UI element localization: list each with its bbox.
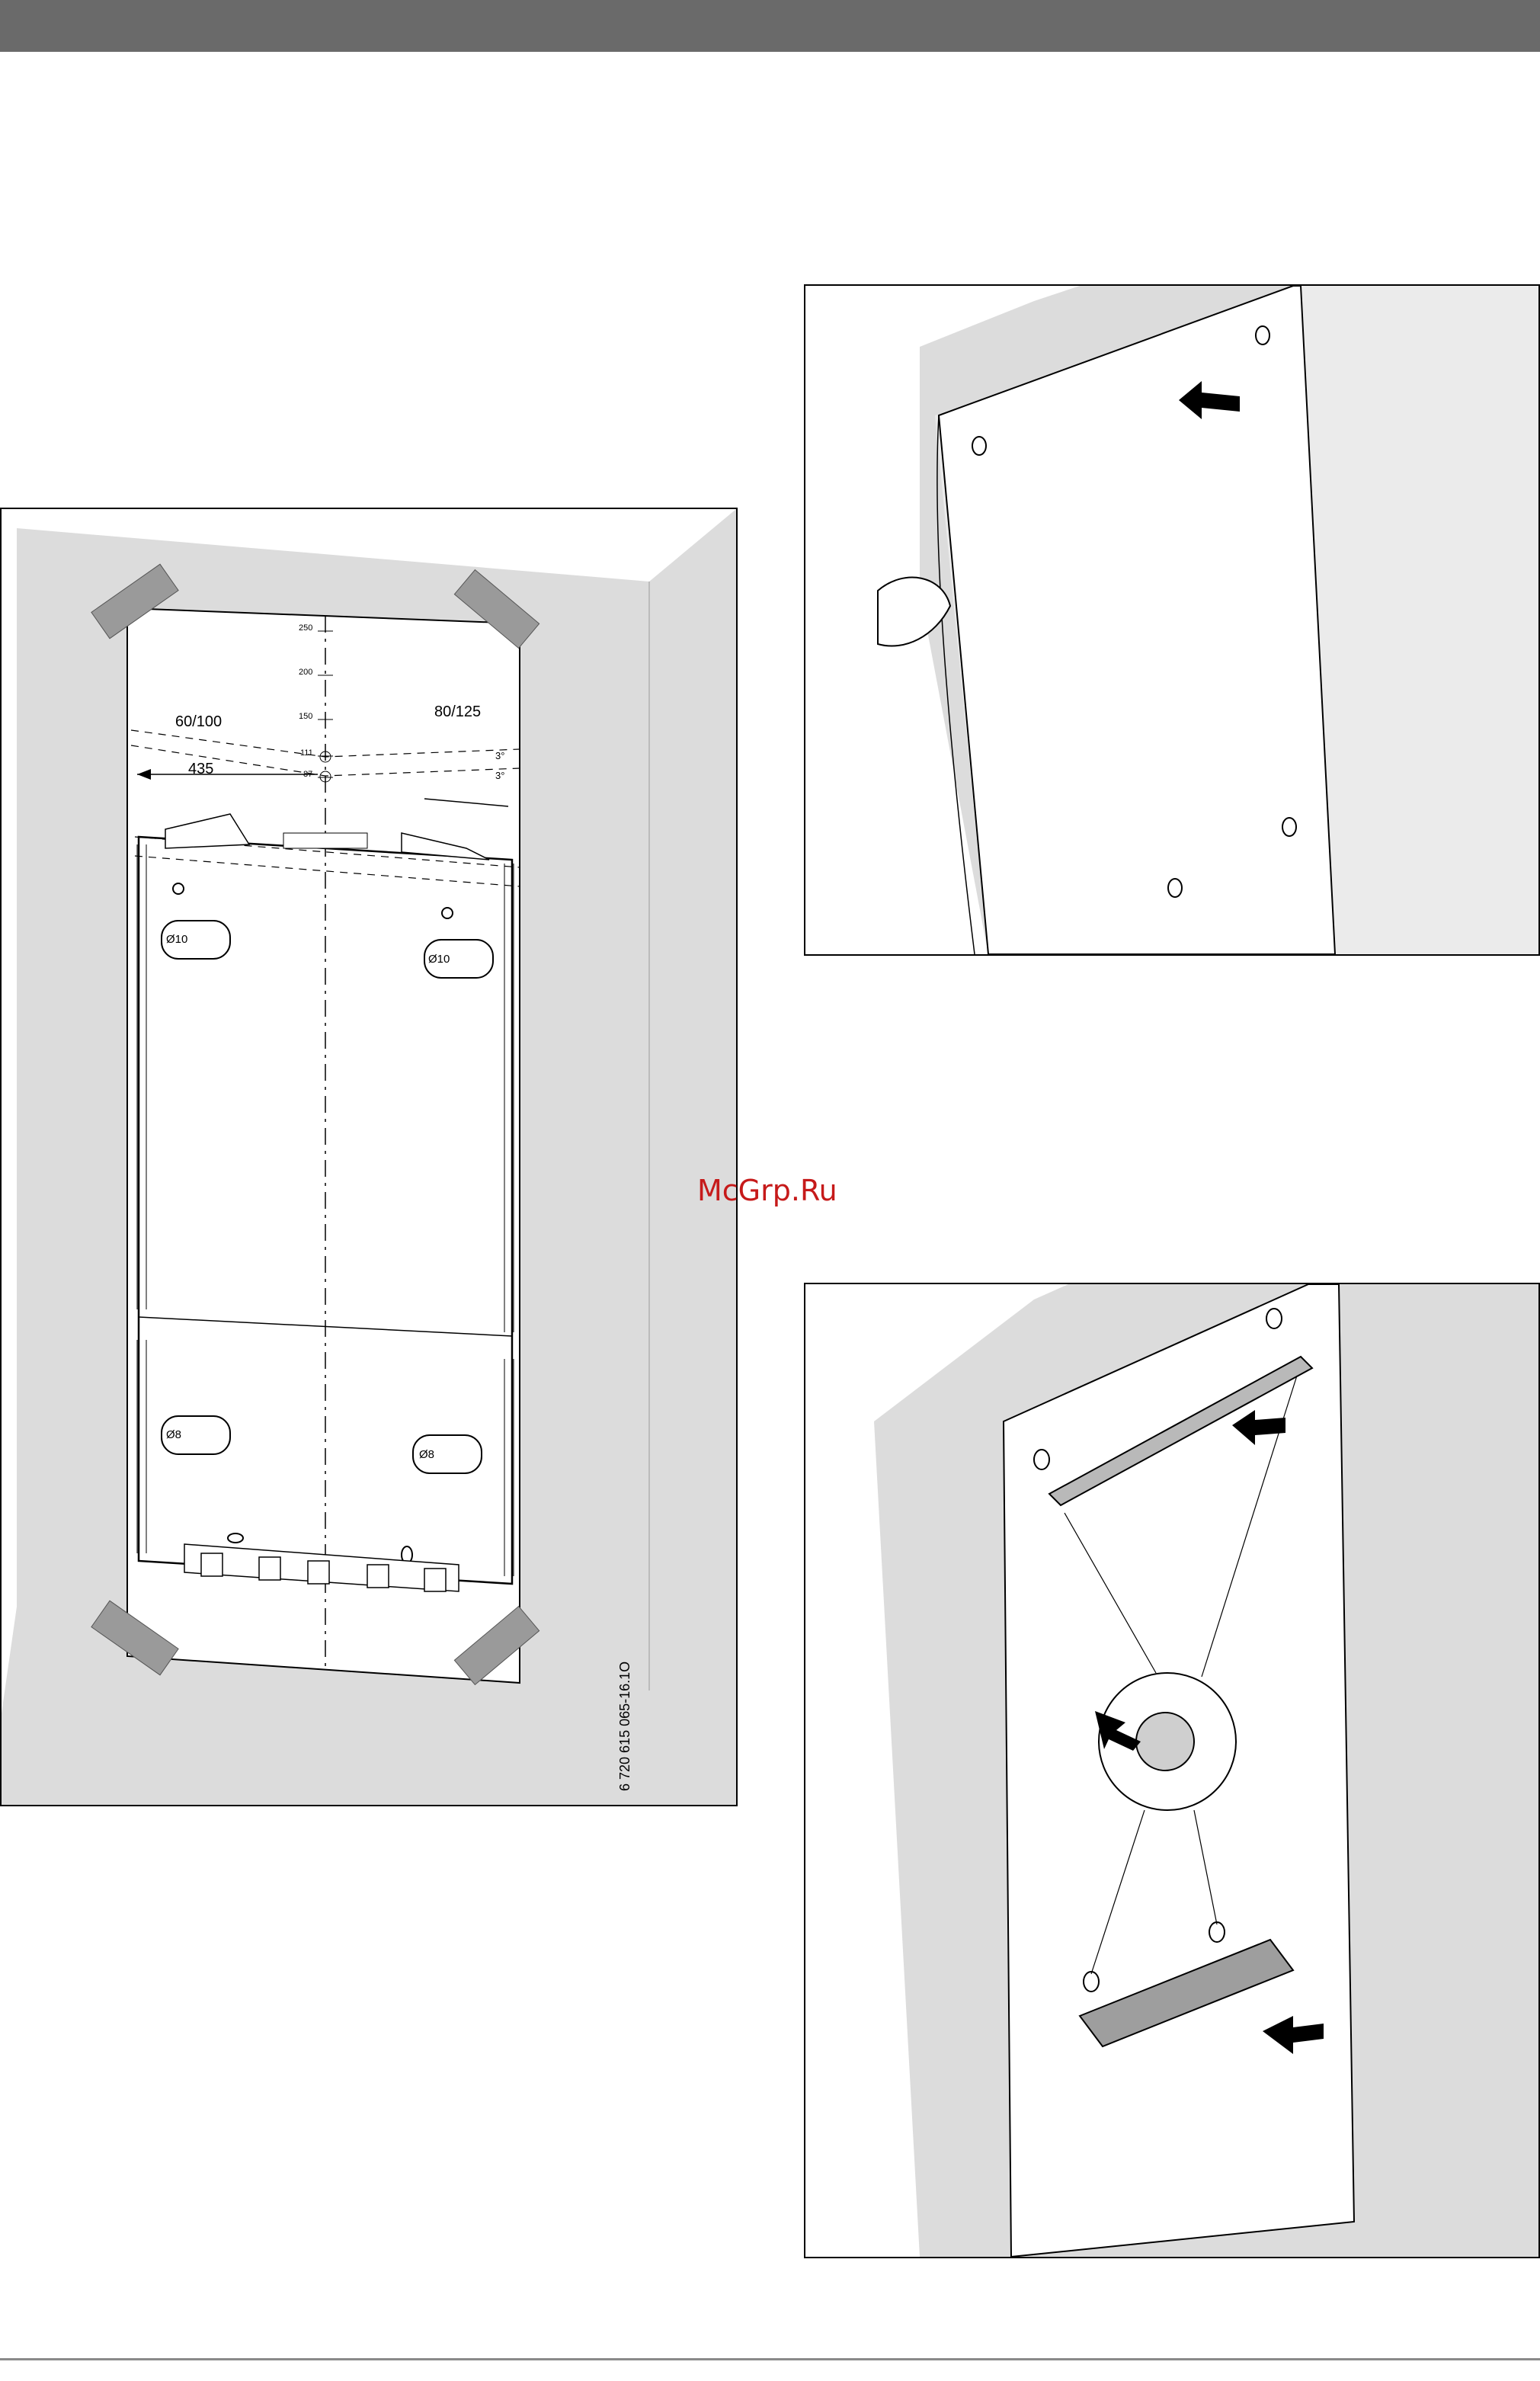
angle-label-bottom: 3° (495, 770, 504, 781)
watermark-text: McGrp.Ru (697, 1169, 872, 1212)
document-code: 6 720 615 065-16.1O (617, 1745, 663, 1791)
scale-tick-87: 87 (303, 770, 312, 779)
scale-tick-111: 111 (300, 748, 313, 758)
drill-label-top-right: Ø10 (428, 953, 450, 966)
drill-label-bottom-left: Ø8 (166, 1428, 181, 1441)
template-illustration (2, 509, 736, 1805)
placement-illustration (805, 286, 1538, 954)
scale-tick-200: 200 (299, 668, 312, 677)
drill-label-top-left: Ø10 (166, 933, 187, 946)
scale-tick-250: 250 (299, 623, 312, 633)
header-bar (0, 0, 1540, 52)
flue-label-80-125: 80/125 (434, 703, 481, 721)
drill-label-bottom-right: Ø8 (419, 1448, 434, 1461)
template-sheet (127, 608, 520, 1683)
bracket-illustration (805, 1284, 1538, 2257)
angle-label-top: 3° (495, 750, 504, 761)
template-placement-figure (804, 284, 1540, 956)
plug-washer-icon (1136, 1713, 1194, 1771)
width-dimension-label: 435 (188, 761, 213, 778)
footer-rule (0, 2358, 1540, 2360)
scale-tick-150: 150 (299, 712, 312, 721)
bracket-mounting-figure (804, 1283, 1540, 2258)
mounting-template-figure: 435 60/100 80/125 250 200 150 111 87 3° … (0, 508, 738, 1806)
flue-label-60-100: 60/100 (175, 713, 222, 731)
